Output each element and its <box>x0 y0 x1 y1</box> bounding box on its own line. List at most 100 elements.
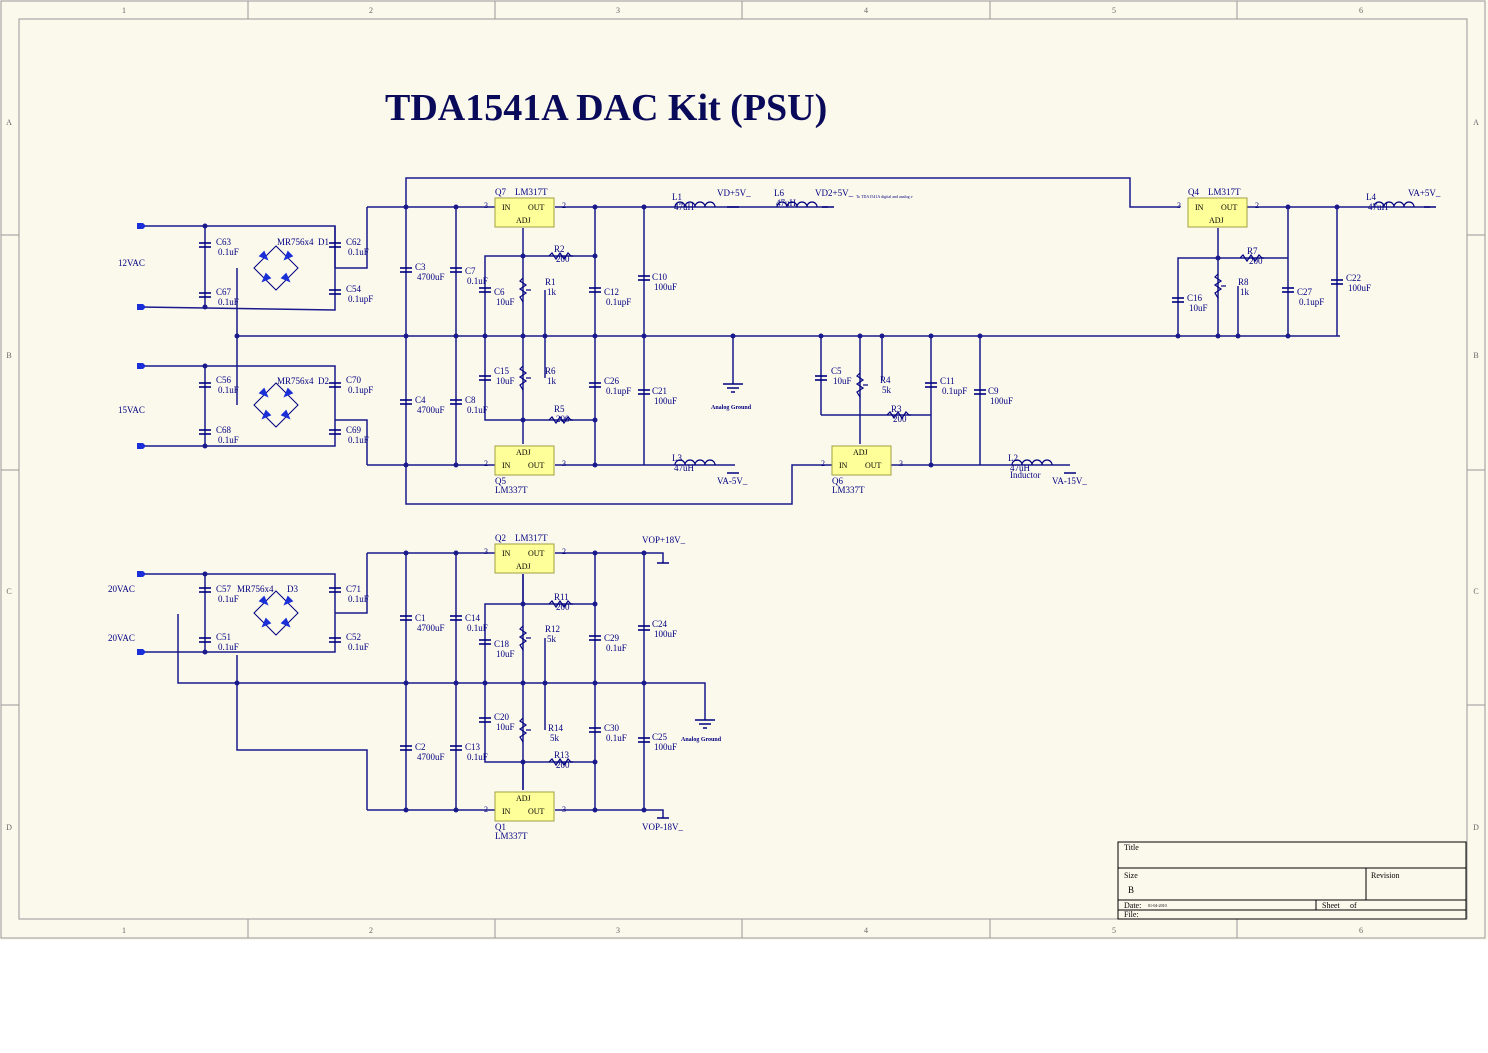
regulator-pin-in: 2 <box>484 805 488 814</box>
component-ref-c8: C8 <box>465 395 476 405</box>
component-value-c7: 0.1uF <box>467 276 488 286</box>
junction-dot <box>1215 255 1221 261</box>
component-value-c62: 0.1uF <box>348 247 369 257</box>
component-value-c11: 0.1upF <box>942 386 967 396</box>
bridge-d3 <box>253 590 299 636</box>
component-ref-c4: C4 <box>415 395 426 405</box>
component-ref-c26: C26 <box>604 376 620 386</box>
junction-dot <box>592 550 598 556</box>
zone-row-right-A: A <box>1473 118 1479 127</box>
regulator-body <box>494 791 555 822</box>
junction-dot <box>520 333 526 339</box>
component-value-c71: 0.1uF <box>348 594 369 604</box>
potentiometer-5 <box>518 717 528 743</box>
component-ref-r11: R11 <box>554 592 569 602</box>
zone-row-right-C: C <box>1473 587 1478 596</box>
bridge-ref-d2: D2 <box>318 376 329 386</box>
regulator-pin-in: 3 <box>484 201 488 210</box>
regulator-part: LM317T <box>515 187 548 197</box>
potentiometer-3 <box>1213 273 1223 299</box>
junction-dot <box>641 807 647 813</box>
junction-dot <box>520 759 526 765</box>
component-ref-c15: C15 <box>494 366 510 376</box>
regulator-in-label: IN <box>1195 203 1204 212</box>
component-ref-c7: C7 <box>465 266 476 276</box>
component-value-c14: 0.1uF <box>467 623 488 633</box>
component-value-c29: 0.1uF <box>606 643 627 653</box>
component-value-c21: 100uF <box>654 396 677 406</box>
regulator-out-label: OUT <box>1221 203 1238 212</box>
input-port-2 <box>137 363 146 369</box>
junction-dot <box>592 333 598 339</box>
labels: C630.1uFC670.1uFC620.1uFC540.1upFC560.1u… <box>108 188 1441 832</box>
junction-dot <box>1175 333 1181 339</box>
regulator-ref: Q1 <box>495 822 506 832</box>
regulator-adj-label: ADJ <box>516 562 531 571</box>
input-port-1 <box>137 304 146 310</box>
junction-dot <box>592 204 598 210</box>
component-value-r5: 200 <box>556 414 570 424</box>
component-value-c3: 4700uF <box>417 272 445 282</box>
input-label-3: 20VAC <box>108 633 135 643</box>
regulator-out-label: OUT <box>528 807 545 816</box>
bridge-d2-outline <box>253 382 299 428</box>
component-ref-c6: C6 <box>494 287 505 297</box>
component-value-c13: 0.1uF <box>467 752 488 762</box>
note-text: To TDA1541A digital and analog v <box>856 194 913 199</box>
input-port-0 <box>137 223 146 229</box>
bridge-part-d1: MR756x4 <box>277 237 314 247</box>
component-value-r7: 200 <box>1249 256 1263 266</box>
potentiometer-0 <box>518 277 528 303</box>
zone-col-top-3: 3 <box>616 6 620 15</box>
component-ref-c16: C16 <box>1187 293 1203 303</box>
date-label: Date: <box>1124 901 1141 910</box>
zone-col-top-2: 2 <box>369 6 373 15</box>
component-ref-l4: L4 <box>1366 192 1376 202</box>
junction-dot <box>520 680 526 686</box>
junctions <box>202 204 1340 813</box>
junction-dot <box>453 333 459 339</box>
capacitor-symbols <box>199 242 1343 751</box>
bridge-d1 <box>253 245 299 291</box>
resistor-3 <box>1239 253 1264 263</box>
junction-dot <box>403 680 409 686</box>
regulator-out-label: OUT <box>528 461 545 470</box>
component-ref-r3: R3 <box>891 404 902 414</box>
component-ref-c10: C10 <box>652 272 668 282</box>
component-value-c63: 0.1uF <box>218 247 239 257</box>
junction-dot <box>1215 333 1221 339</box>
component-value-c70: 0.1upF <box>348 385 373 395</box>
component-ref-l2: L2 <box>1008 453 1018 463</box>
size-value: B <box>1128 885 1134 895</box>
component-ref-c71: C71 <box>346 584 361 594</box>
junction-dot <box>857 333 863 339</box>
junction-dot <box>202 571 208 577</box>
zone-col-top-6: 6 <box>1359 6 1363 15</box>
component-value-l6: 47uH <box>776 198 797 208</box>
junction-dot <box>592 807 598 813</box>
input-port-3 <box>137 443 146 449</box>
component-ref-r7: R7 <box>1247 246 1258 256</box>
ground-label-1: Analog Ground <box>681 737 722 743</box>
junction-dot <box>482 333 488 339</box>
component-value-c16: 10uF <box>1189 303 1208 313</box>
component-value-c20: 10uF <box>496 722 515 732</box>
junction-dot <box>977 333 983 339</box>
bridge-part-d2: MR756x4 <box>277 376 314 386</box>
regulator-in-label: IN <box>502 203 511 212</box>
component-ref-c63: C63 <box>216 237 232 247</box>
junction-dot <box>1285 204 1291 210</box>
component-ref-c70: C70 <box>346 375 362 385</box>
component-value-c4: 4700uF <box>417 405 445 415</box>
junction-dot <box>403 807 409 813</box>
component-ref-r12: R12 <box>545 624 560 634</box>
junction-dot <box>453 550 459 556</box>
regulator-pin-out: 2 <box>562 547 566 556</box>
junction-dot <box>730 333 736 339</box>
component-value-c52: 0.1uF <box>348 642 369 652</box>
